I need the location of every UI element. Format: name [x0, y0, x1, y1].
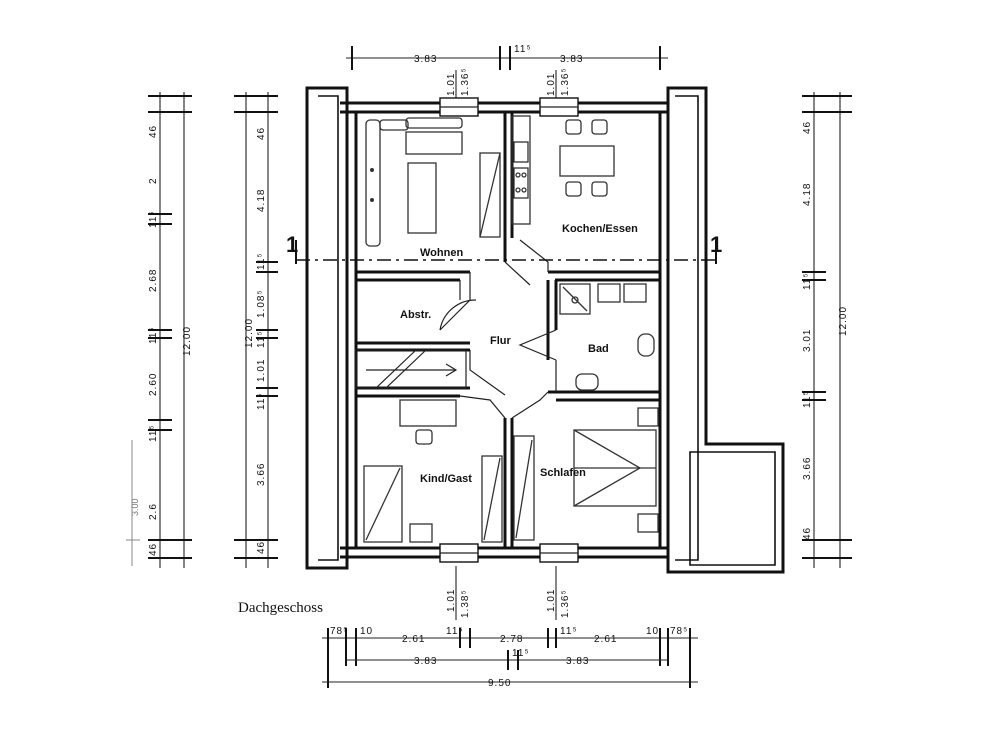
stair [355, 349, 467, 389]
furniture-wohnen [365, 117, 501, 247]
furniture-kind [363, 399, 503, 543]
dim-b1-3: 11⁵ [446, 626, 464, 637]
dim-win-bl-2: 1.38⁵ [460, 589, 471, 618]
doors [439, 239, 557, 419]
dim-b2-0: 3.83 [414, 656, 437, 667]
dim-win-tl-1: 1.01 [446, 73, 457, 96]
dim-win-tl-2: 1.36⁵ [460, 67, 471, 96]
dim-li-3: 1.08⁵ [256, 289, 267, 318]
dim-li-total: 12.00 [244, 318, 255, 348]
dim-b2-1: 11⁵ [512, 648, 530, 659]
dim-lo-7: 2.6 [148, 503, 159, 520]
dim-win-br-2: 1.36⁵ [560, 589, 571, 618]
room-label-schlafen: Schlafen [540, 467, 586, 479]
dim-lo-6: 11⁵ [148, 424, 159, 442]
furniture-kochen [511, 115, 615, 225]
dim-r-2: 11⁵ [802, 272, 813, 290]
furniture-schlafen [513, 407, 659, 541]
dim-b2-2: 3.83 [566, 656, 589, 667]
dim-b1-4: 2.78 [500, 634, 523, 645]
room-label-abstr: Abstr. [400, 309, 431, 321]
dimension-left-inner: 46 4.18 11⁵ 1.08⁵ 11⁵ 1.01 11⁵ 3.66 46 1… [234, 92, 278, 568]
dim-li-0: 46 [256, 127, 267, 140]
outer-walls [305, 86, 785, 574]
dim-li-1: 4.18 [256, 189, 267, 212]
dim-b1-1: 10 [360, 626, 373, 637]
room-label-kochen: Kochen/Essen [562, 223, 638, 235]
section-marker-left: 1 [286, 232, 298, 257]
dim-li-5: 1.01 [256, 359, 267, 382]
dim-li-6: 11⁵ [256, 392, 267, 410]
dimension-left-outer: 46 2 11⁵ 2.68 11⁵ 2.60 11⁵ 2.6 46 12.00 … [126, 92, 193, 568]
dim-b1-2: 2.61 [402, 634, 425, 645]
windows [439, 97, 579, 563]
dim-li-7: 3.66 [256, 463, 267, 486]
dim-win-tr-1: 1.01 [546, 73, 557, 96]
dim-top-left: 3.83 [414, 54, 437, 65]
dim-b1-6: 2.61 [594, 634, 617, 645]
section-marker-right: 1 [710, 232, 722, 257]
dim-b1-5: 11⁵ [560, 626, 578, 637]
dim-bottom-total: 9.50 [488, 678, 511, 689]
dim-lo-extra: 3.00 [130, 498, 140, 516]
dim-r-0: 46 [802, 121, 813, 134]
furniture-bad [559, 283, 655, 391]
dim-lo-1: 2 [148, 177, 159, 184]
dim-li-8: 46 [256, 541, 267, 554]
dim-li-2: 11⁵ [256, 252, 267, 270]
dim-lo-5: 2.60 [148, 373, 159, 396]
section-line: 1 1 [286, 232, 722, 264]
dim-lo-0: 46 [148, 125, 159, 138]
dim-lo-8: 46 [148, 543, 159, 556]
dim-r-5: 3.66 [802, 457, 813, 480]
dim-r-1: 4.18 [802, 183, 813, 206]
room-label-bad: Bad [588, 343, 609, 355]
room-label-wohnen: Wohnen [420, 247, 463, 259]
room-labels: Wohnen Kochen/Essen Abstr. Flur Bad Kind… [400, 223, 638, 485]
dim-r-3: 3.01 [802, 329, 813, 352]
dim-win-br-1: 1.01 [546, 589, 557, 612]
room-label-kind: Kind/Gast [420, 473, 472, 485]
dim-top-right: 3.83 [560, 54, 583, 65]
dim-b1-0: 78⁵ [330, 626, 348, 637]
dimension-right: 46 4.18 11⁵ 3.01 11⁵ 3.66 46 12.00 [802, 92, 852, 568]
floor-title: Dachgeschoss [238, 600, 323, 616]
dim-top-mid: 11⁵ [514, 44, 532, 55]
dim-b1-8: 78⁵ [670, 626, 688, 637]
dim-li-4: 11⁵ [256, 330, 267, 348]
dim-win-bl-1: 1.01 [446, 589, 457, 612]
dim-r-6: 46 [802, 527, 813, 540]
dim-lo-3: 2.68 [148, 269, 159, 292]
dim-win-tr-2: 1.36⁵ [560, 67, 571, 96]
dim-b1-7: 10 [646, 626, 659, 637]
dimension-bottom-windows: 1.01 1.38⁵ 1.01 1.36⁵ [446, 566, 571, 620]
dim-lo-total: 12.00 [182, 326, 193, 356]
dim-lo-4: 11⁵ [148, 326, 159, 344]
dimension-bottom: 78⁵ 10 2.61 11⁵ 2.78 11⁵ 2.61 10 78⁵ 3.8… [322, 626, 698, 689]
dim-lo-2: 11⁵ [148, 210, 159, 228]
dim-r-total: 12.00 [838, 306, 849, 336]
dimension-top: 3.83 11⁵ 3.83 1.01 1.36⁵ 1.01 1.36⁵ [346, 44, 668, 98]
dim-r-4: 11⁵ [802, 390, 813, 408]
room-label-flur: Flur [490, 335, 511, 347]
